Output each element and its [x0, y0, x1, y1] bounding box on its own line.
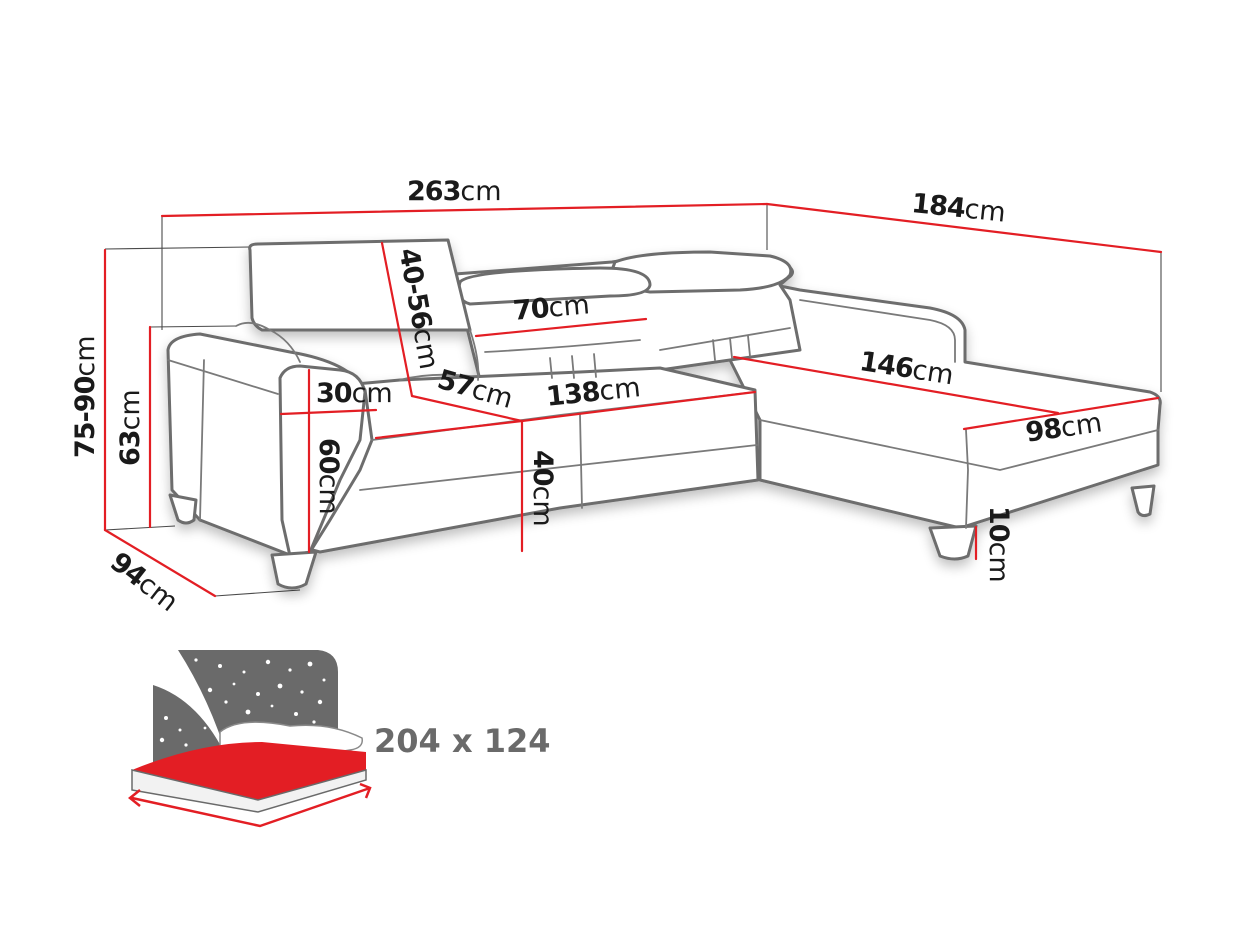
total-height-label: 75-90cm	[70, 335, 101, 458]
armrest-width-label: 30cm	[316, 378, 393, 409]
backrest-width-label: 70cm	[511, 289, 591, 327]
guide-lines	[104, 204, 1162, 597]
bed-with-night-sky-icon	[127, 650, 372, 828]
leg-height-label: 10cm	[983, 506, 1014, 583]
dimension-lines	[103, 202, 1163, 598]
sofa-outline	[166, 238, 1162, 590]
back-height-label: 63cm	[115, 389, 146, 466]
seat-height-label: 40cm	[527, 450, 558, 527]
total-width-label: 263cm	[407, 176, 502, 207]
armrest-height-label: 60cm	[313, 438, 344, 515]
sleeping-area-label: 204 x 124	[374, 722, 551, 760]
